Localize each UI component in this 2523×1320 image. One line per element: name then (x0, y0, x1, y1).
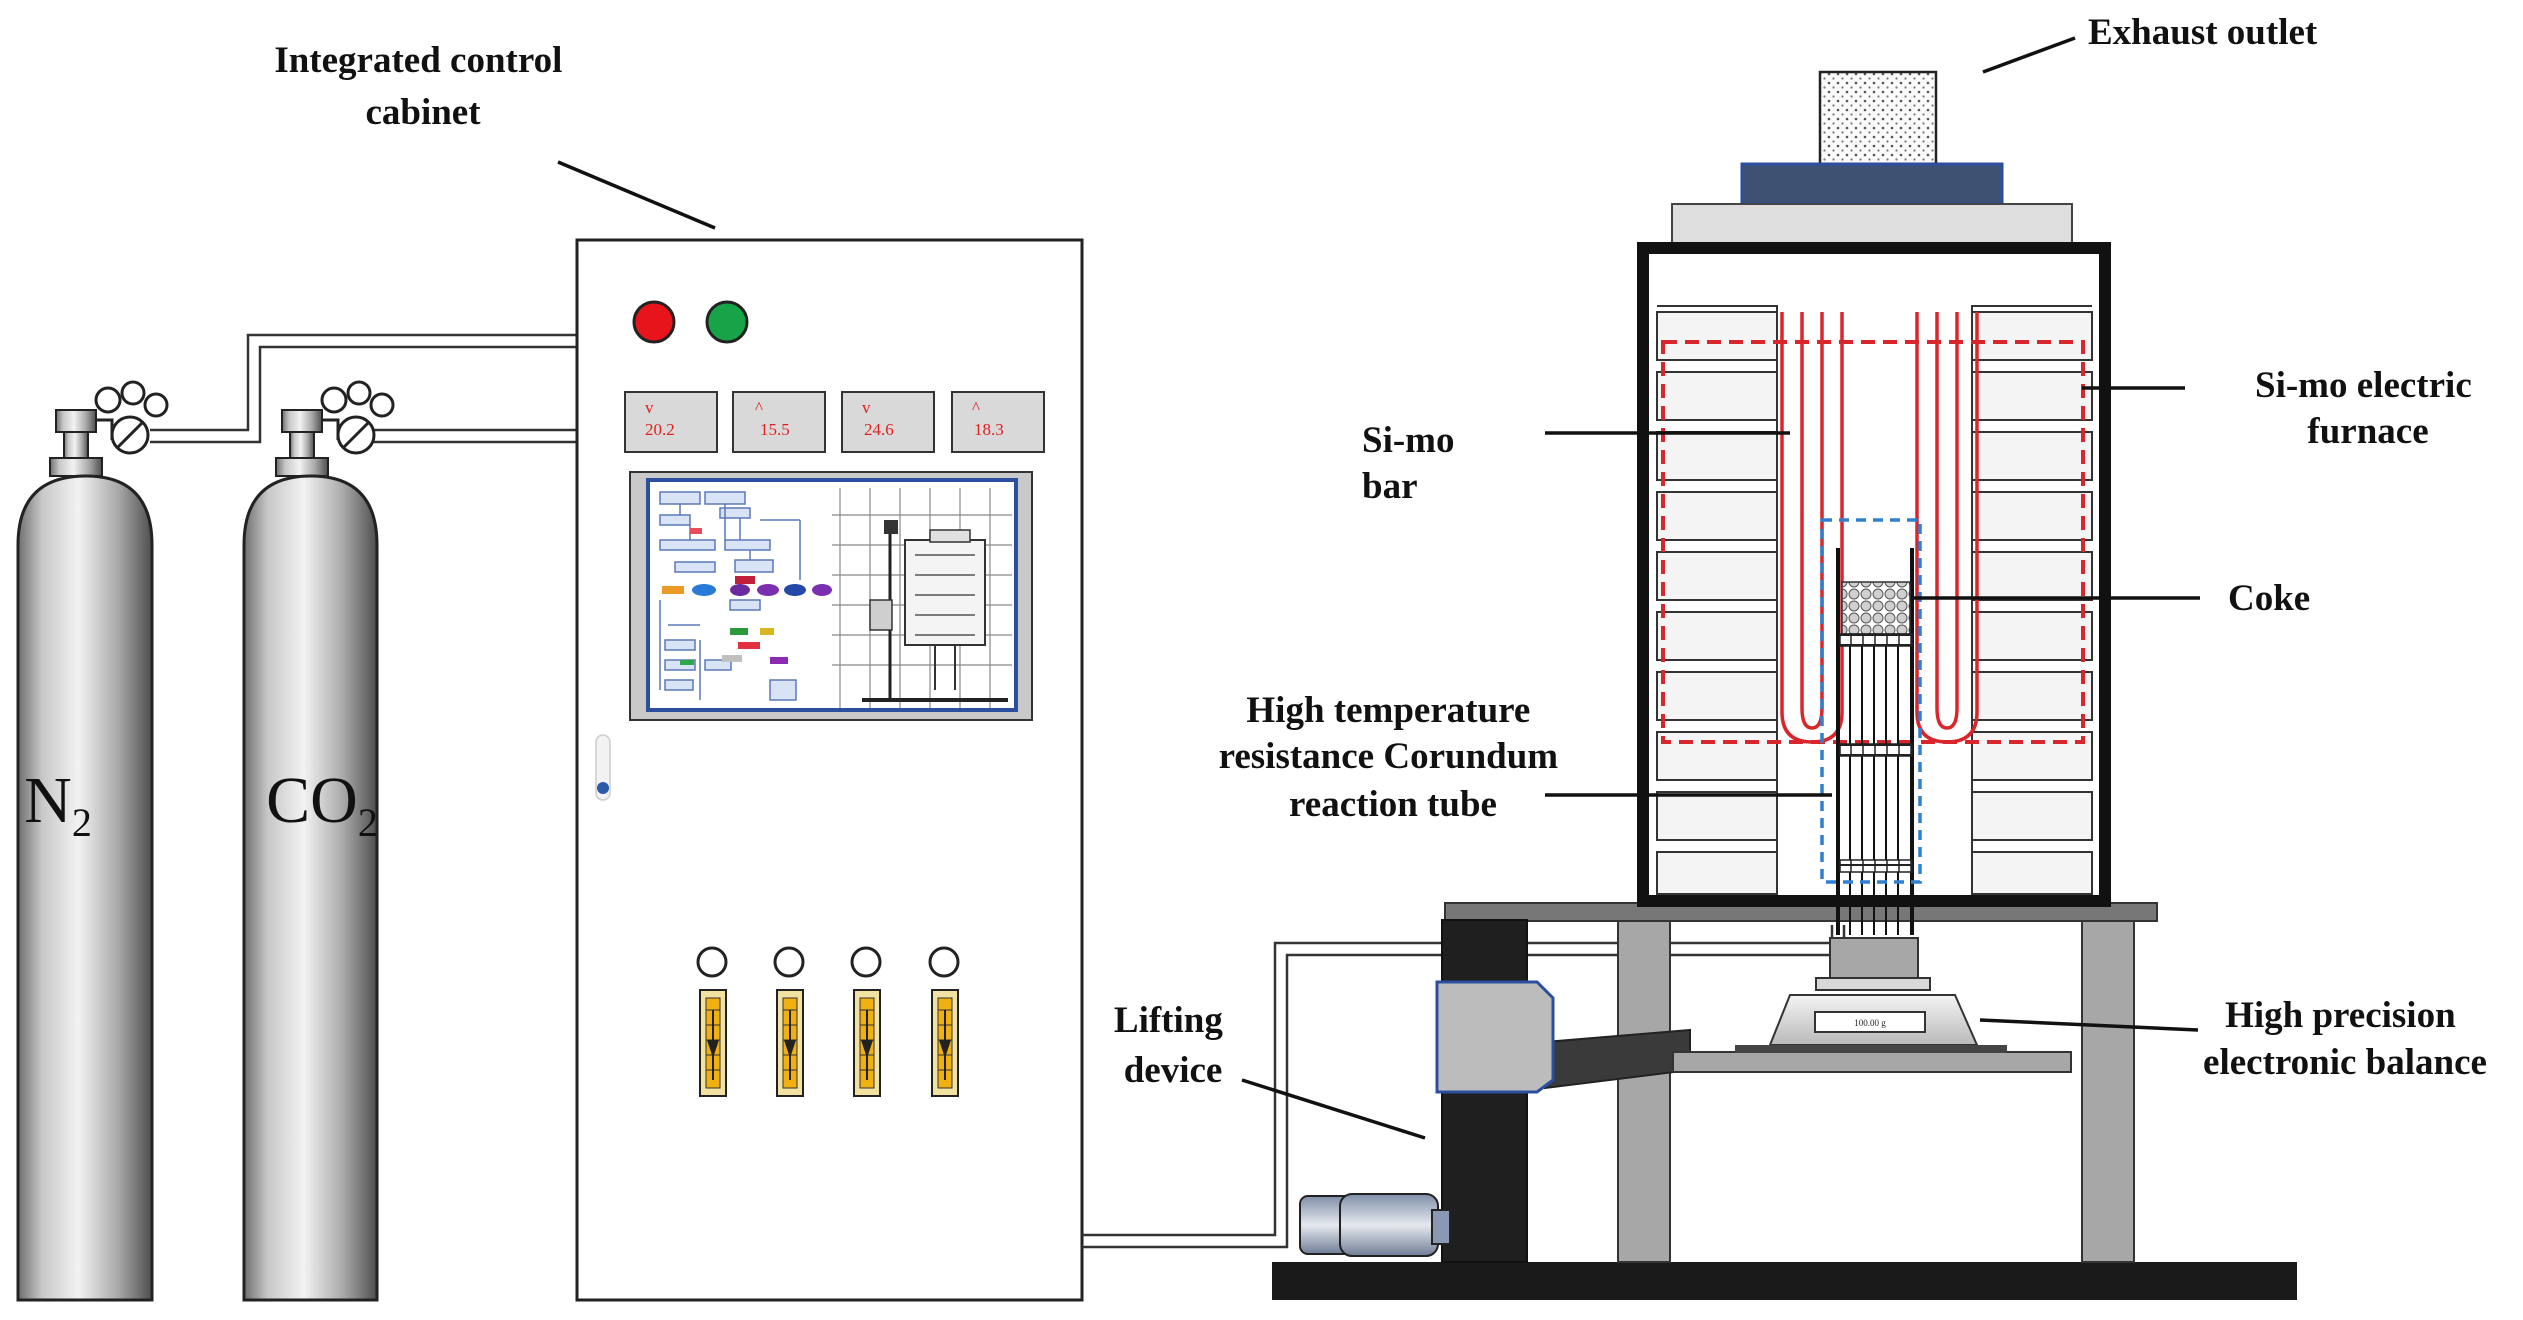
svg-text:v: v (862, 398, 871, 417)
label-reaction-tube: High temperature resistance Corundum rea… (1219, 690, 1568, 825)
green-button (705, 300, 749, 344)
svg-text:20.2: 20.2 (645, 420, 675, 439)
heating-zone-outline (1661, 340, 2085, 744)
label-balance: High precision electronic balance (2203, 995, 2487, 1083)
leader-cabinet (557, 160, 716, 230)
meter-3: v 24.6 (841, 391, 935, 453)
screen-flowchart (659, 491, 801, 701)
label-coke: Coke (2228, 578, 2310, 619)
balance-platform (1672, 1051, 2072, 1073)
label-si-mo-bar: Si-mo bar (1362, 420, 1464, 507)
n2-collar (49, 457, 103, 477)
leader-balance (1979, 1018, 2199, 1032)
table-leg-right (2081, 919, 2135, 1263)
n2-label: N2 (24, 764, 92, 845)
gas-supply-lines (150, 333, 577, 444)
flowmeter-2 (773, 946, 805, 1097)
n2-cylinder-body (16, 474, 154, 1302)
meter-panel: v 20.2 ^ 15.5 v 24.6 ^ 18.3 (624, 391, 1045, 453)
flowmeter-4 (928, 946, 960, 1097)
furnace-insulation-right (1971, 311, 2093, 895)
leader-exhaust (1982, 36, 2076, 74)
label-control-cabinet: Integrated control cabinet (274, 40, 571, 133)
furnace-lid-top (1740, 162, 2004, 206)
co2-valve-head (281, 409, 323, 433)
label-lifting-device: Lifting device (1114, 1000, 1232, 1091)
n2-valve-stem (63, 429, 89, 461)
svg-text:15.5: 15.5 (760, 420, 790, 439)
svg-text:^: ^ (755, 398, 763, 417)
n2-valve-head (55, 409, 97, 433)
leader-lifting (1241, 1078, 1426, 1140)
red-button (632, 300, 676, 344)
co2-cylinder-body (242, 474, 379, 1302)
coke-sample (1841, 581, 1911, 635)
svg-text:v: v (645, 398, 654, 417)
flowmeter-panel (696, 946, 960, 1097)
label-furnace: Si-mo electric furnace (2255, 365, 2481, 452)
furnace-lid (1671, 203, 2073, 247)
n2-cylinder: N2 (16, 380, 169, 1302)
sample-zone-outline (1820, 518, 1922, 884)
corundum-reaction-tube (1836, 548, 1914, 935)
leader-lines (557, 36, 2200, 1140)
flowmeter-1 (696, 946, 728, 1097)
control-cabinet: v 20.2 ^ 15.5 v 24.6 ^ 18.3 (575, 238, 1084, 1302)
si-mo-electric-furnace (1637, 70, 2111, 935)
meter-1: v 20.2 (624, 391, 718, 453)
svg-text:24.6: 24.6 (864, 420, 894, 439)
co2-valve-stem (289, 429, 315, 461)
base-plate (1272, 1262, 2297, 1300)
meter-4: ^ 18.3 (951, 391, 1045, 453)
co2-label: CO2 (266, 764, 378, 845)
co2-collar (275, 457, 329, 477)
lifting-carriage (1435, 980, 1555, 1094)
svg-text:18.3: 18.3 (974, 420, 1004, 439)
lifting-motor (1299, 1193, 1451, 1257)
lifting-device (1299, 919, 1691, 1263)
electronic-balance: 100.00 g (1735, 937, 2007, 1053)
svg-text:100.00 g: 100.00 g (1854, 1018, 1886, 1028)
flowmeter-3 (850, 946, 882, 1097)
meter-2: ^ 15.5 (732, 391, 826, 453)
exhaust-cap (1818, 70, 1938, 166)
co2-cylinder: CO2 (242, 380, 395, 1302)
svg-text:^: ^ (972, 398, 980, 417)
table-leg-left (1617, 919, 1671, 1263)
furnace-insulation-left (1656, 311, 1778, 895)
label-exhaust-outlet: Exhaust outlet (2088, 12, 2318, 53)
control-screen (629, 471, 1033, 721)
